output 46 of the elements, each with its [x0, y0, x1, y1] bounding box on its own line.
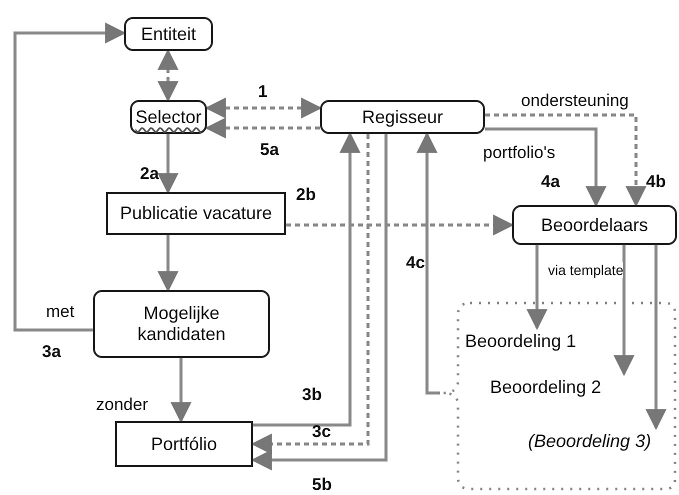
step-number: 5a: [260, 140, 279, 160]
arrow: [158, 134, 178, 194]
arrow: [14, 22, 126, 332]
arrow: [204, 98, 322, 118]
arrow: [526, 245, 548, 330]
process-box: [93, 290, 270, 358]
step-number: 1: [258, 82, 268, 102]
arrow: [416, 132, 440, 394]
assessment-label: Beoordeling 1: [465, 328, 615, 354]
node-label: Mogelijke kandidaten: [136, 303, 227, 345]
edge-label: ondersteuning: [520, 92, 630, 111]
arrow: [170, 358, 192, 424]
arrow: [485, 128, 606, 208]
process-box: [106, 192, 286, 235]
assessment-label: (Beoordeling 3): [528, 428, 676, 454]
node-label: Entiteit: [140, 24, 196, 44]
step-number: 4a: [541, 172, 560, 192]
arrow: [204, 118, 320, 138]
process-box: [512, 205, 677, 245]
process-box: [320, 100, 485, 134]
arrow: [485, 114, 646, 208]
process-box: [124, 17, 213, 51]
node-label: Publicatie vacature: [120, 203, 272, 224]
arrow: [158, 235, 178, 292]
step-number: 3b: [302, 385, 322, 405]
arrow: [646, 245, 666, 430]
node-label: Regisseur: [362, 106, 444, 128]
arrow: [286, 214, 514, 236]
note-label: via template: [548, 262, 624, 278]
edge-label: portfolio's: [482, 144, 556, 163]
step-number: 3a: [42, 342, 61, 362]
step-number: 5b: [312, 475, 332, 495]
step-number: 2b: [296, 185, 316, 205]
process-box: [130, 100, 207, 134]
arrow: [253, 132, 360, 426]
step-number: 4b: [646, 172, 666, 192]
process-box: [115, 421, 253, 467]
node-label: Portfólio: [150, 434, 218, 454]
assessment-label: Beoordeling 2: [490, 374, 640, 400]
step-number: 3c: [312, 422, 331, 442]
step-number: 4c: [406, 253, 425, 273]
arrow: [614, 245, 634, 376]
step-number: 2a: [140, 164, 159, 184]
arrow: [158, 48, 178, 102]
node-label: Selector: [135, 106, 202, 128]
node-label: Beoordelaars: [540, 214, 648, 236]
